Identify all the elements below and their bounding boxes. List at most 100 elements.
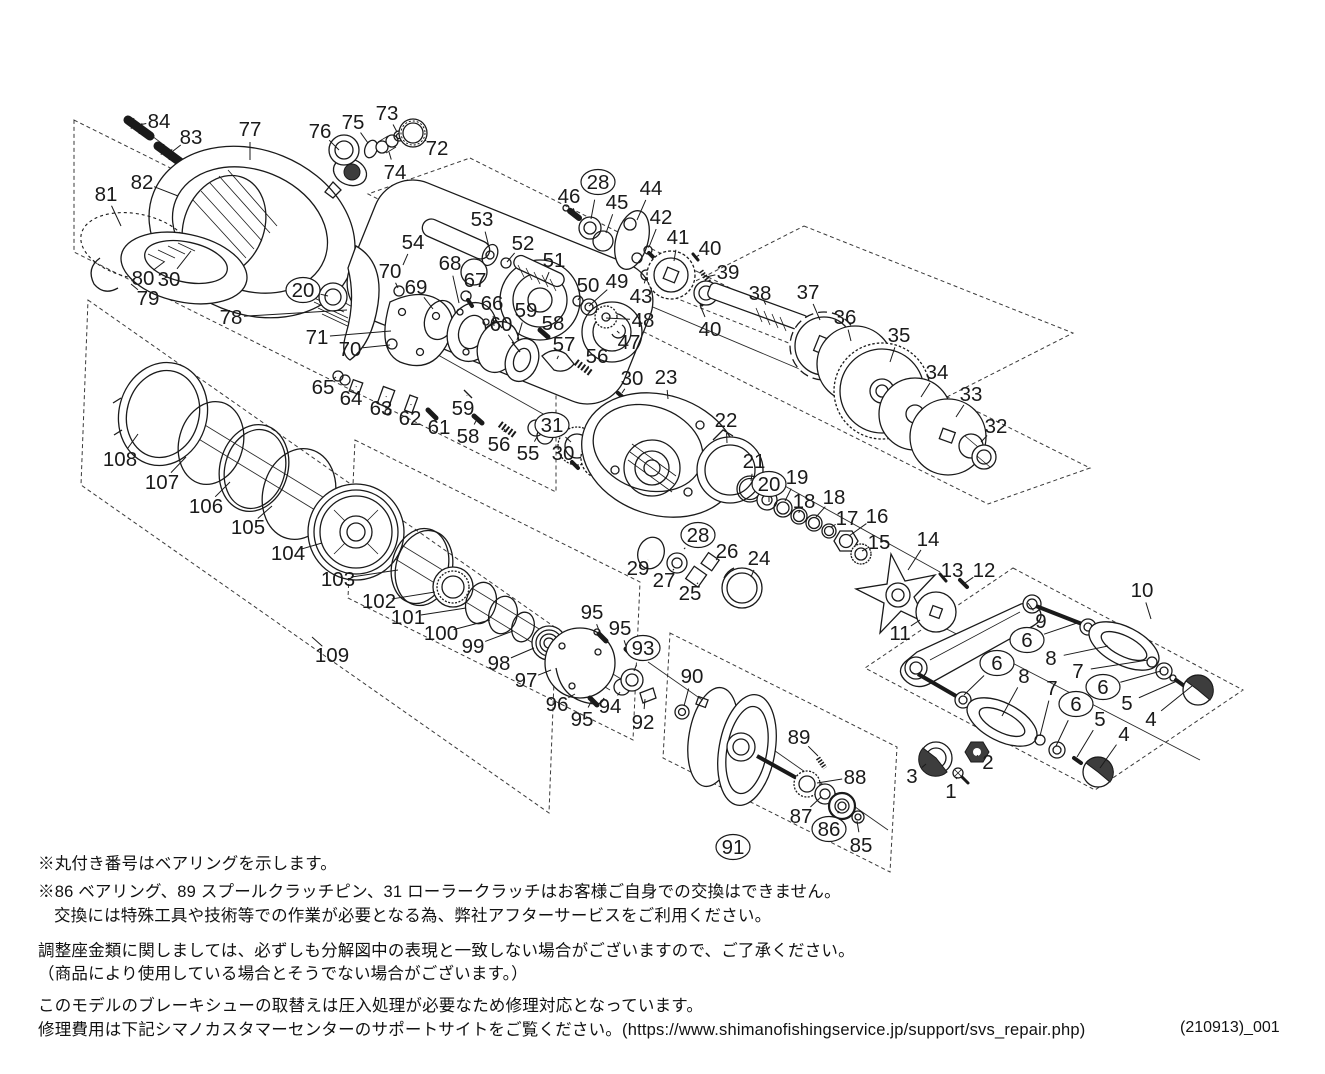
part-callout-102: 102: [362, 590, 396, 613]
part-callout-72: 72: [426, 137, 449, 160]
callout-leader-68: [452, 275, 460, 304]
callout-leader-43: [643, 276, 647, 284]
part-callout-71: 71: [306, 326, 329, 349]
part-callout-28: 28: [587, 171, 610, 194]
bearing-circle-6: [1085, 673, 1121, 701]
callout-leader-44: [636, 199, 647, 221]
part-callout-29: 29: [627, 557, 650, 580]
callout-leader-30: [571, 461, 574, 464]
callout-leader-83: [167, 144, 182, 156]
callout-leader-18: [815, 506, 826, 518]
part-callout-30: 30: [621, 367, 644, 390]
callout-leader-38: [763, 300, 767, 305]
callout-leader-57: [556, 355, 559, 360]
part-callout-7: 7: [1072, 660, 1083, 683]
callout-leader-55: [533, 436, 538, 442]
part-callout-75: 75: [342, 111, 365, 134]
callout-leader-51: [544, 271, 550, 283]
callout-leader-6: [963, 675, 985, 696]
callout-leader-90: [683, 688, 690, 707]
callout-leader-70: [395, 282, 399, 289]
part-callout-30: 30: [158, 268, 181, 291]
callout-leader-85: [856, 820, 860, 833]
bearing-circle-31: [534, 411, 570, 439]
part-callout-54: 54: [402, 231, 425, 254]
callout-leader-72: [424, 139, 427, 142]
drag-washer-chain: [696, 429, 872, 565]
callout-leader-47: [616, 330, 620, 334]
part-callout-91: 91: [722, 836, 745, 859]
part-callout-97: 97: [515, 669, 538, 692]
callout-leader-73: [392, 124, 398, 133]
callout-leader-31: [565, 436, 572, 443]
callout-leader-101: [420, 607, 467, 616]
part-callout-109: 109: [315, 644, 349, 667]
part-callout-30: 30: [552, 442, 575, 465]
callout-leader-2: [976, 754, 979, 757]
note-repair-url: 修理費用は下記シマノカスタマーセンターのサポートサイトをご覧ください。(http…: [38, 1021, 1086, 1039]
callout-leader-40: [699, 304, 706, 318]
callout-leader-5: [1138, 680, 1178, 699]
part-callout-99: 99: [462, 635, 485, 658]
part-callout-56: 56: [488, 433, 511, 456]
part-callout-56: 56: [586, 345, 609, 368]
part-callout-9: 9: [1035, 610, 1046, 633]
drive-shaft-38-group: [646, 250, 819, 338]
callout-leader-27: [672, 568, 675, 571]
part-callout-37: 37: [797, 281, 820, 304]
part-callout-100: 100: [424, 622, 458, 645]
group-box-spool-assembly-91: [662, 632, 898, 873]
screw-83: [153, 141, 185, 167]
part-callout-62: 62: [399, 407, 422, 430]
part-callout-76: 76: [309, 120, 332, 143]
callout-leader-102: [391, 591, 436, 600]
callout-leader-6: [1055, 720, 1069, 747]
callout-leader-10: [1145, 602, 1152, 620]
callout-leader-30: [621, 388, 626, 394]
part-callout-101: 101: [391, 606, 425, 629]
callout-leader-76: [328, 139, 340, 151]
part-callout-60: 60: [490, 313, 513, 336]
part-callout-98: 98: [488, 652, 511, 675]
part-callout-51: 51: [543, 249, 566, 272]
part-callout-58: 58: [457, 425, 480, 448]
part-callout-22: 22: [715, 409, 738, 432]
callout-leader-3: [921, 763, 927, 768]
part-callout-35: 35: [888, 324, 911, 347]
callout-leader-16: [848, 523, 867, 537]
part-callout-44: 44: [640, 177, 663, 200]
callout-leader-100: [453, 619, 491, 631]
callout-leader-81: [111, 205, 122, 227]
part-callout-21: 21: [743, 450, 766, 473]
callout-leader-96: [568, 693, 576, 699]
parts-artwork: [80, 115, 1214, 824]
part-callout-19: 19: [786, 466, 809, 489]
part-callout-89: 89: [788, 726, 811, 749]
part-callout-5: 5: [1121, 692, 1132, 715]
callout-leader-78: [243, 309, 348, 317]
callout-leader-66: [492, 315, 495, 327]
part-callout-79: 79: [137, 287, 160, 310]
part-callout-13: 13: [941, 559, 964, 582]
part-callout-8: 8: [1018, 665, 1029, 688]
part-callout-47: 47: [618, 331, 641, 354]
part-callout-86: 86: [818, 818, 841, 841]
part-callout-80: 80: [132, 267, 155, 290]
part-callout-77: 77: [239, 118, 262, 141]
note-washers-2: （商品により使用している場合とそうでない場合がございます。）: [38, 965, 528, 983]
part-callout-4: 4: [1145, 708, 1156, 731]
part-callout-66: 66: [481, 292, 504, 315]
callout-leader-14: [907, 549, 922, 571]
callout-leader-80: [153, 261, 165, 271]
part-callout-103: 103: [321, 568, 355, 591]
part-callout-4: 4: [1118, 723, 1129, 746]
callout-leader-106: [214, 481, 231, 498]
part-callout-20: 20: [292, 279, 315, 302]
part-callout-81: 81: [95, 183, 118, 206]
callout-leader-28: [590, 199, 596, 220]
part-callout-93: 93: [632, 637, 655, 660]
callout-leader-26: [715, 558, 718, 561]
part-callout-26: 26: [716, 540, 739, 563]
part-callout-10: 10: [1131, 579, 1154, 602]
